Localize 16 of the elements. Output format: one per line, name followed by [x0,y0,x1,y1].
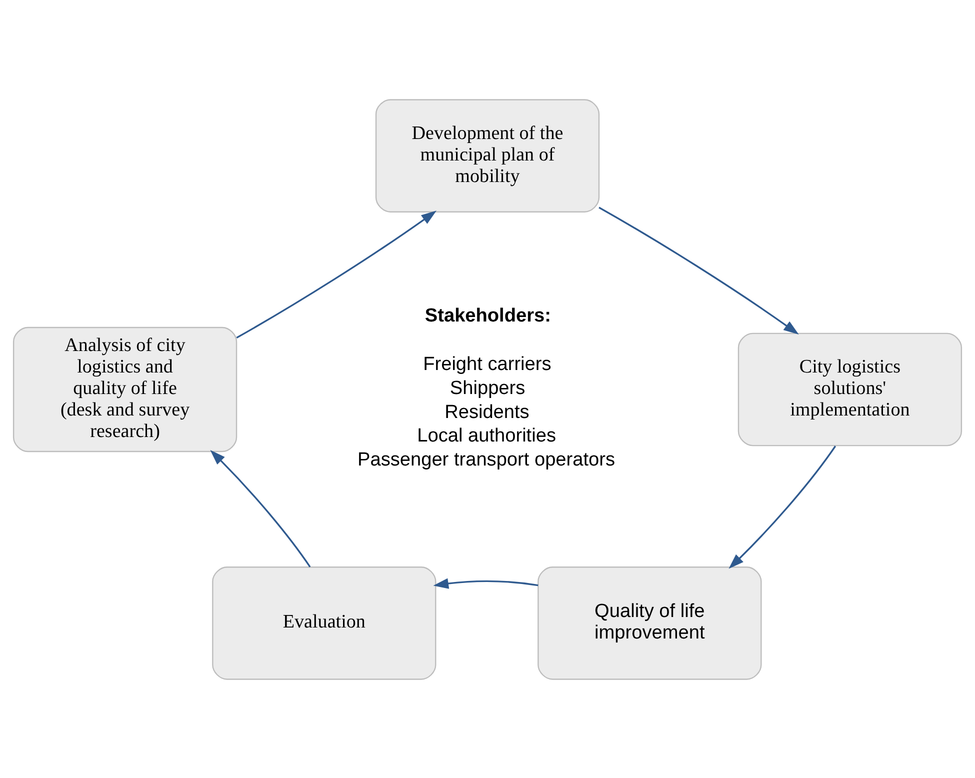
node-box: Development of the municipal plan of mobility [375,98,600,212]
node-box: City logistics solutions' implementation [738,332,962,446]
arrow [598,206,799,334]
label: Freight carriers [423,354,552,375]
arrow [236,210,437,338]
label: Stakeholders: [424,304,551,326]
node-box: Analysis of city logistics and quality of life (desk and survey research) [12,326,238,452]
arrow [433,578,538,588]
label: Passenger transport operators [358,449,616,470]
node-box: Quality of life improvement [538,566,762,680]
node-box: Evaluation [212,566,436,680]
label: Local authorities [417,425,556,446]
label: Shippers [450,378,526,399]
arrow [210,449,311,567]
label: Residents [444,401,530,422]
arrow [728,445,836,568]
